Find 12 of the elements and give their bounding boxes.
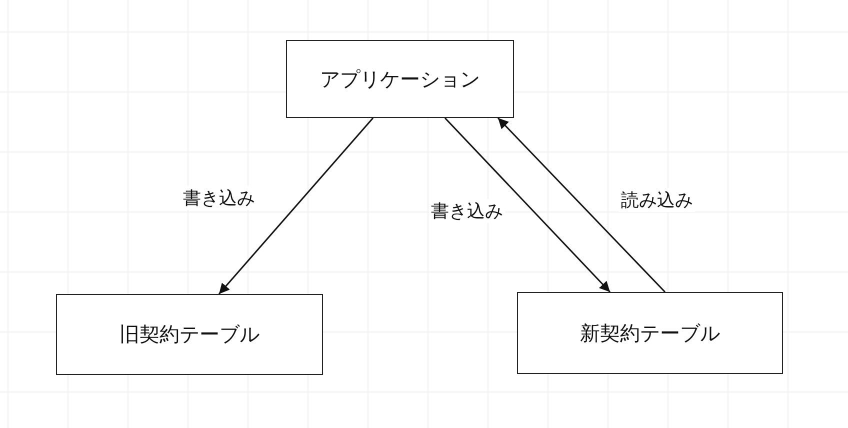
arrow [497, 117, 666, 293]
edge-label: 書き込み [181, 186, 257, 210]
box-label: 新契約テーブル [580, 320, 720, 346]
arrow [218, 118, 374, 294]
box-label: 旧契約テーブル [120, 321, 260, 348]
edge-label: 書き込み [429, 199, 505, 223]
process-box [517, 292, 783, 374]
box-label: アプリケーション [320, 66, 480, 92]
process-box [56, 294, 323, 375]
arrow [444, 117, 611, 293]
edge-label: 読み込み [619, 188, 695, 212]
process-box [286, 40, 514, 118]
